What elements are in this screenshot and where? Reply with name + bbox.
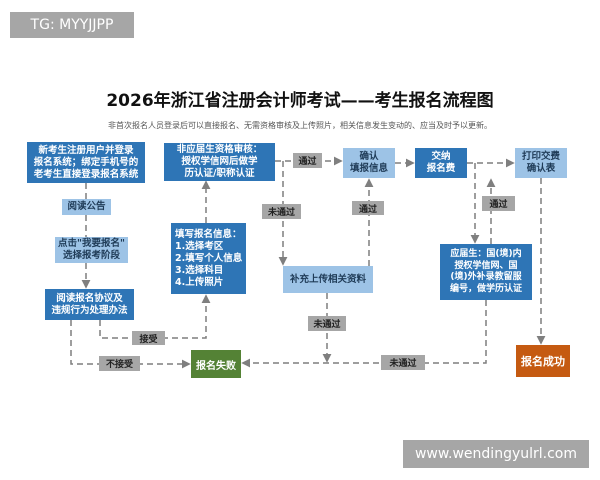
node-click: 点击"我要报名" 选择报考阶段 (55, 237, 128, 263)
node-nonfresh-review: 非应届生资格审核： 授权学信网后做学 历认证/职称认证 (164, 143, 275, 181)
node-supplement: 补充上传相关资料 (283, 266, 373, 293)
edge-fresh-fail (241, 300, 487, 368)
node-notice: 阅读公告 (62, 199, 111, 215)
node-fail: 报名失败 (191, 350, 241, 378)
label-pass: 通过 (482, 196, 515, 211)
subtitle: 非首次报名人员登录后可以直接报名、无需资格审核及上传照片，相关信息发生变动的、应… (108, 121, 492, 130)
label-fail: 未通过 (262, 204, 301, 219)
label-pass: 通过 (352, 201, 384, 215)
node-fill: 填写报名信息： 1.选择考区 2.填写个人信息 3.选择科目 4.上传照片 (171, 223, 246, 294)
node-fresh-review: 应届生：国(境)内 授权学信网、国 (境)外补录教留服 编号，做学历认证 (440, 244, 532, 300)
node-pay: 交纳 报名费 (415, 148, 467, 178)
label-fail: 未通过 (381, 355, 425, 370)
node-confirm: 确认 填报信息 (343, 148, 395, 178)
label-pass: 通过 (293, 153, 322, 168)
node-success: 报名成功 (516, 345, 570, 377)
edge-reject (70, 320, 191, 369)
label-accept: 接受 (132, 331, 165, 345)
watermark-bottom: www.wendingyulrl.com (403, 440, 589, 468)
node-agreement: 阅读报名协议及 违规行为处理办法 (45, 289, 134, 320)
page-title: 2026年浙江省注册会计师考试——考生报名流程图 (106, 91, 494, 111)
node-register: 新考生注册用户并登录 报名系统；绑定手机号的 老考生直接登录报名系统 (27, 142, 145, 183)
label-fail: 未通过 (308, 316, 346, 331)
node-print: 打印交费 确认表 (515, 148, 567, 178)
watermark-top: TG: MYYJJPP (10, 12, 134, 38)
label-reject: 不接受 (99, 356, 140, 371)
